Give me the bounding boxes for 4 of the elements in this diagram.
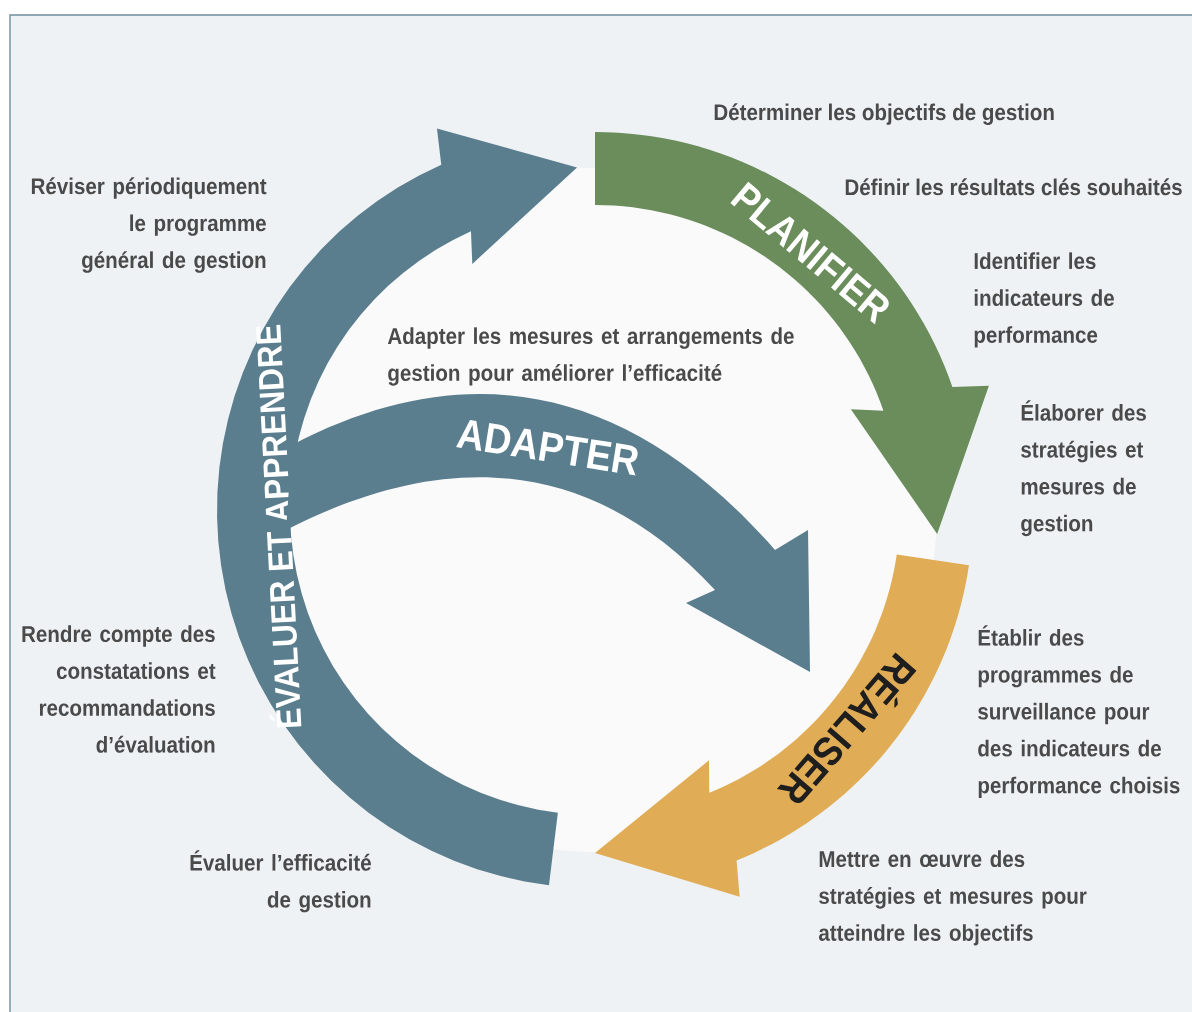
step-text: Rendre compte des constatations et recommandations d’évaluation: [22, 625, 216, 753]
step-text: Établir des programmes de surveillance pour des indicateurs de performance choisis: [978, 625, 1180, 798]
step-text: Déterminer les objectifs de gestion: [714, 103, 1054, 125]
step-text: Élaborer des stratégies et mesures de gestion: [1021, 400, 1146, 537]
